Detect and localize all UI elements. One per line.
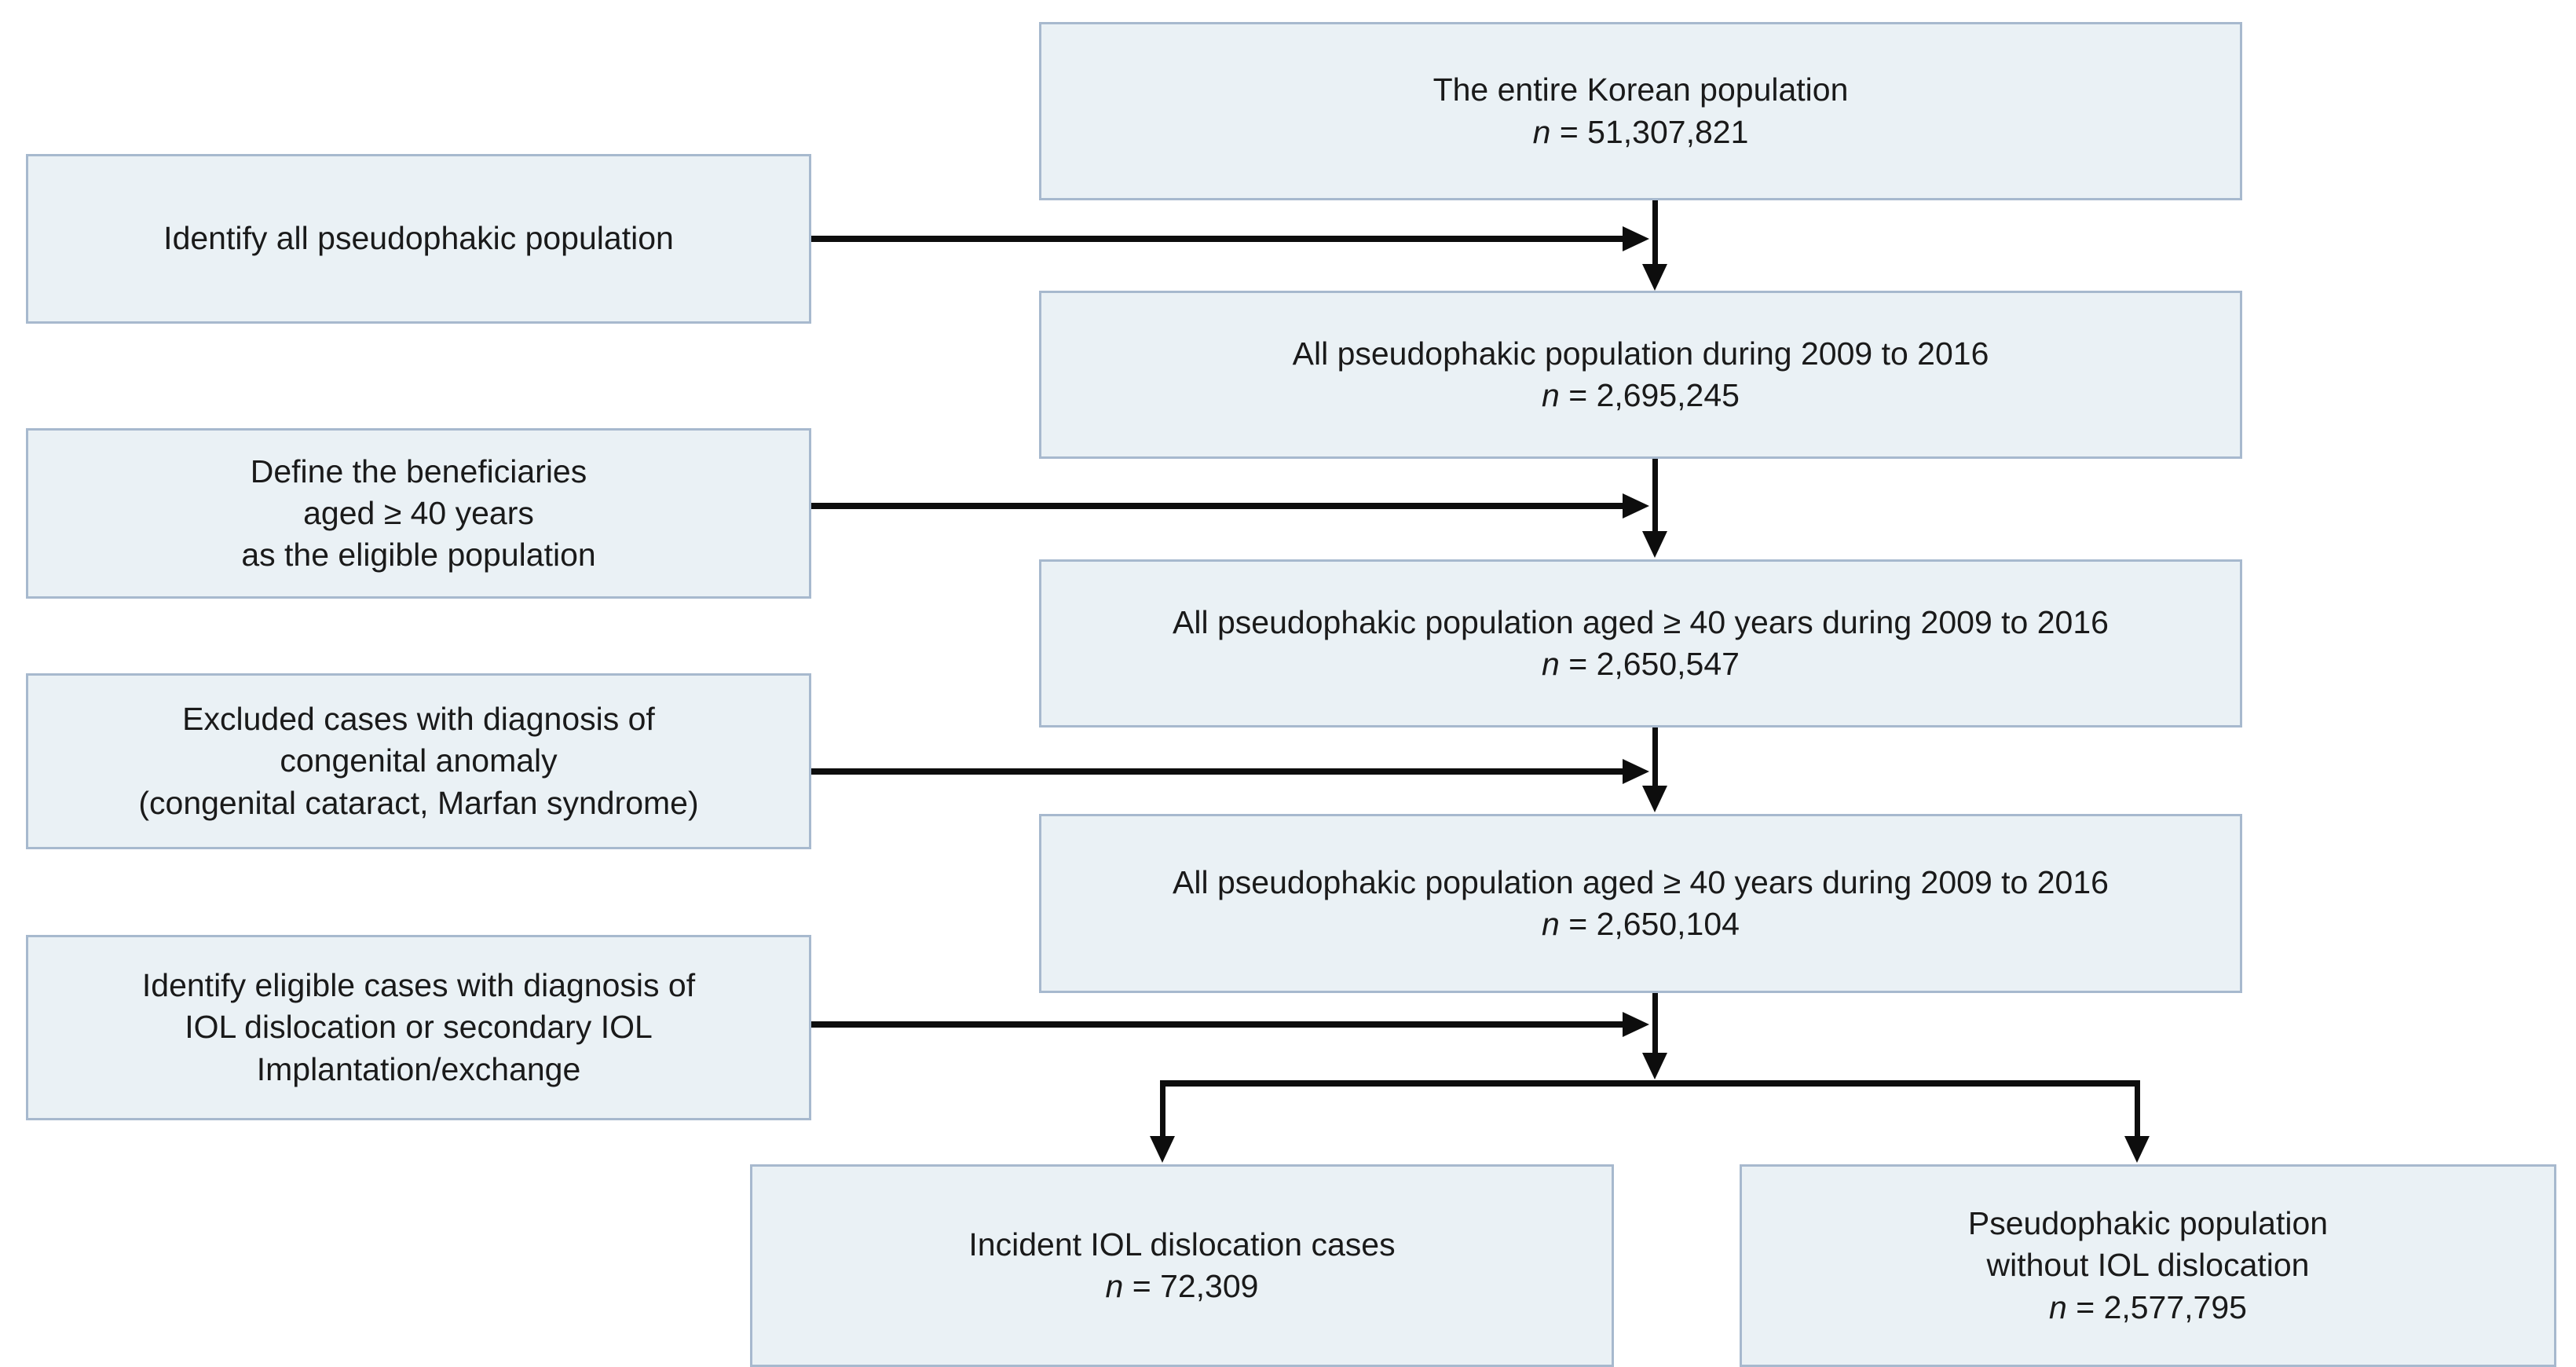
outcome-box-count: n = 2,577,795 [1756, 1287, 2540, 1329]
connector-vertical-3 [1652, 727, 1658, 787]
population-box-label: The entire Korean population [1433, 71, 1849, 108]
n-equals: = [1123, 1268, 1161, 1304]
n-equals: = [1550, 113, 1588, 150]
step-box-define-beneficiaries: Define the beneficiaries aged ≥ 40 years… [26, 428, 811, 599]
step-box-line: (congenital cataract, Marfan syndrome) [138, 784, 699, 821]
n-value: 2,695,245 [1596, 377, 1740, 413]
step-box-exclude-congenital: Excluded cases with diagnosis of congeni… [26, 673, 811, 849]
step-box-line: Identify eligible cases with diagnosis o… [141, 967, 696, 1004]
arrowhead-down-branch-left [1150, 1136, 1175, 1163]
n-symbol: n [1542, 377, 1560, 413]
n-value: 51,307,821 [1587, 113, 1749, 150]
step-box-line: IOL dislocation or secondary IOL [185, 1009, 653, 1046]
outcome-box-label: Pseudophakic population [1967, 1205, 2329, 1242]
n-symbol: n [2049, 1288, 2067, 1325]
step-box-line: Identify all pseudophakic population [163, 220, 674, 257]
connector-vertical-1 [1652, 200, 1658, 266]
n-symbol: n [1542, 646, 1560, 682]
step-box-line: as the eligible population [241, 537, 596, 574]
n-equals: = [1559, 906, 1597, 942]
n-value: 2,577,795 [2103, 1288, 2247, 1325]
outcome-box-label: Incident IOL dislocation cases [968, 1226, 1396, 1263]
connector-split-bar [1160, 1080, 2140, 1087]
step-box-line: congenital anomaly [280, 742, 558, 779]
connector-branch-right [2135, 1080, 2140, 1138]
population-box-entire-korean: The entire Korean population n = 51,307,… [1039, 22, 2242, 200]
connector-horizontal-step-3 [811, 768, 1624, 775]
arrowhead-down-3 [1642, 786, 1667, 812]
connector-branch-left [1160, 1080, 1165, 1138]
arrowhead-down-branch-right [2124, 1136, 2150, 1163]
n-symbol: n [1542, 906, 1560, 942]
n-equals: = [1559, 646, 1597, 682]
step-box-identify-pseudophakic: Identify all pseudophakic population [26, 154, 811, 324]
connector-vertical-4 [1652, 993, 1658, 1056]
outcome-box-label: without IOL dislocation [1986, 1247, 2310, 1284]
step-box-line: Implantation/exchange [256, 1050, 581, 1087]
step-box-line: aged ≥ 40 years [303, 494, 534, 531]
outcome-box-count: n = 72,309 [767, 1266, 1597, 1307]
n-equals: = [2066, 1288, 2104, 1325]
n-value: 2,650,547 [1596, 646, 1740, 682]
step-box-line: Excluded cases with diagnosis of [182, 701, 655, 738]
connector-vertical-2 [1652, 459, 1658, 531]
connector-horizontal-step-1 [811, 236, 1624, 242]
population-box-pseudophakic-age40-excluded: All pseudophakic population aged ≥ 40 ye… [1039, 814, 2242, 993]
connector-horizontal-step-4 [811, 1021, 1624, 1028]
arrowhead-right-4 [1623, 1012, 1649, 1037]
population-box-count: n = 2,650,547 [1056, 643, 2226, 685]
arrowhead-down-2 [1642, 531, 1667, 558]
outcome-box-without-iol-dislocation: Pseudophakic population without IOL disl… [1740, 1164, 2556, 1367]
step-box-line: Define the beneficiaries [250, 453, 587, 489]
n-value: 72,309 [1160, 1268, 1259, 1304]
n-equals: = [1559, 377, 1597, 413]
arrowhead-down-1 [1642, 264, 1667, 291]
population-box-label: All pseudophakic population during 2009 … [1292, 335, 1989, 372]
population-box-count: n = 51,307,821 [1056, 112, 2226, 153]
n-symbol: n [1105, 1268, 1124, 1304]
population-box-all-pseudophakic: All pseudophakic population during 2009 … [1039, 291, 2242, 459]
n-value: 2,650,104 [1596, 906, 1740, 942]
connector-horizontal-step-2 [811, 503, 1624, 509]
arrowhead-right-2 [1623, 493, 1649, 519]
arrowhead-right-1 [1623, 226, 1649, 251]
n-symbol: n [1532, 113, 1551, 150]
population-box-pseudophakic-age40: All pseudophakic population aged ≥ 40 ye… [1039, 559, 2242, 727]
population-box-count: n = 2,650,104 [1056, 903, 2226, 945]
arrowhead-down-4 [1642, 1053, 1667, 1079]
outcome-box-incident-iol-dislocation: Incident IOL dislocation cases n = 72,30… [750, 1164, 1614, 1367]
population-box-count: n = 2,695,245 [1056, 375, 2226, 416]
arrowhead-right-3 [1623, 759, 1649, 784]
step-box-identify-iol-dislocation: Identify eligible cases with diagnosis o… [26, 935, 811, 1120]
population-box-label: All pseudophakic population aged ≥ 40 ye… [1173, 863, 2109, 900]
population-box-label: All pseudophakic population aged ≥ 40 ye… [1173, 603, 2109, 640]
